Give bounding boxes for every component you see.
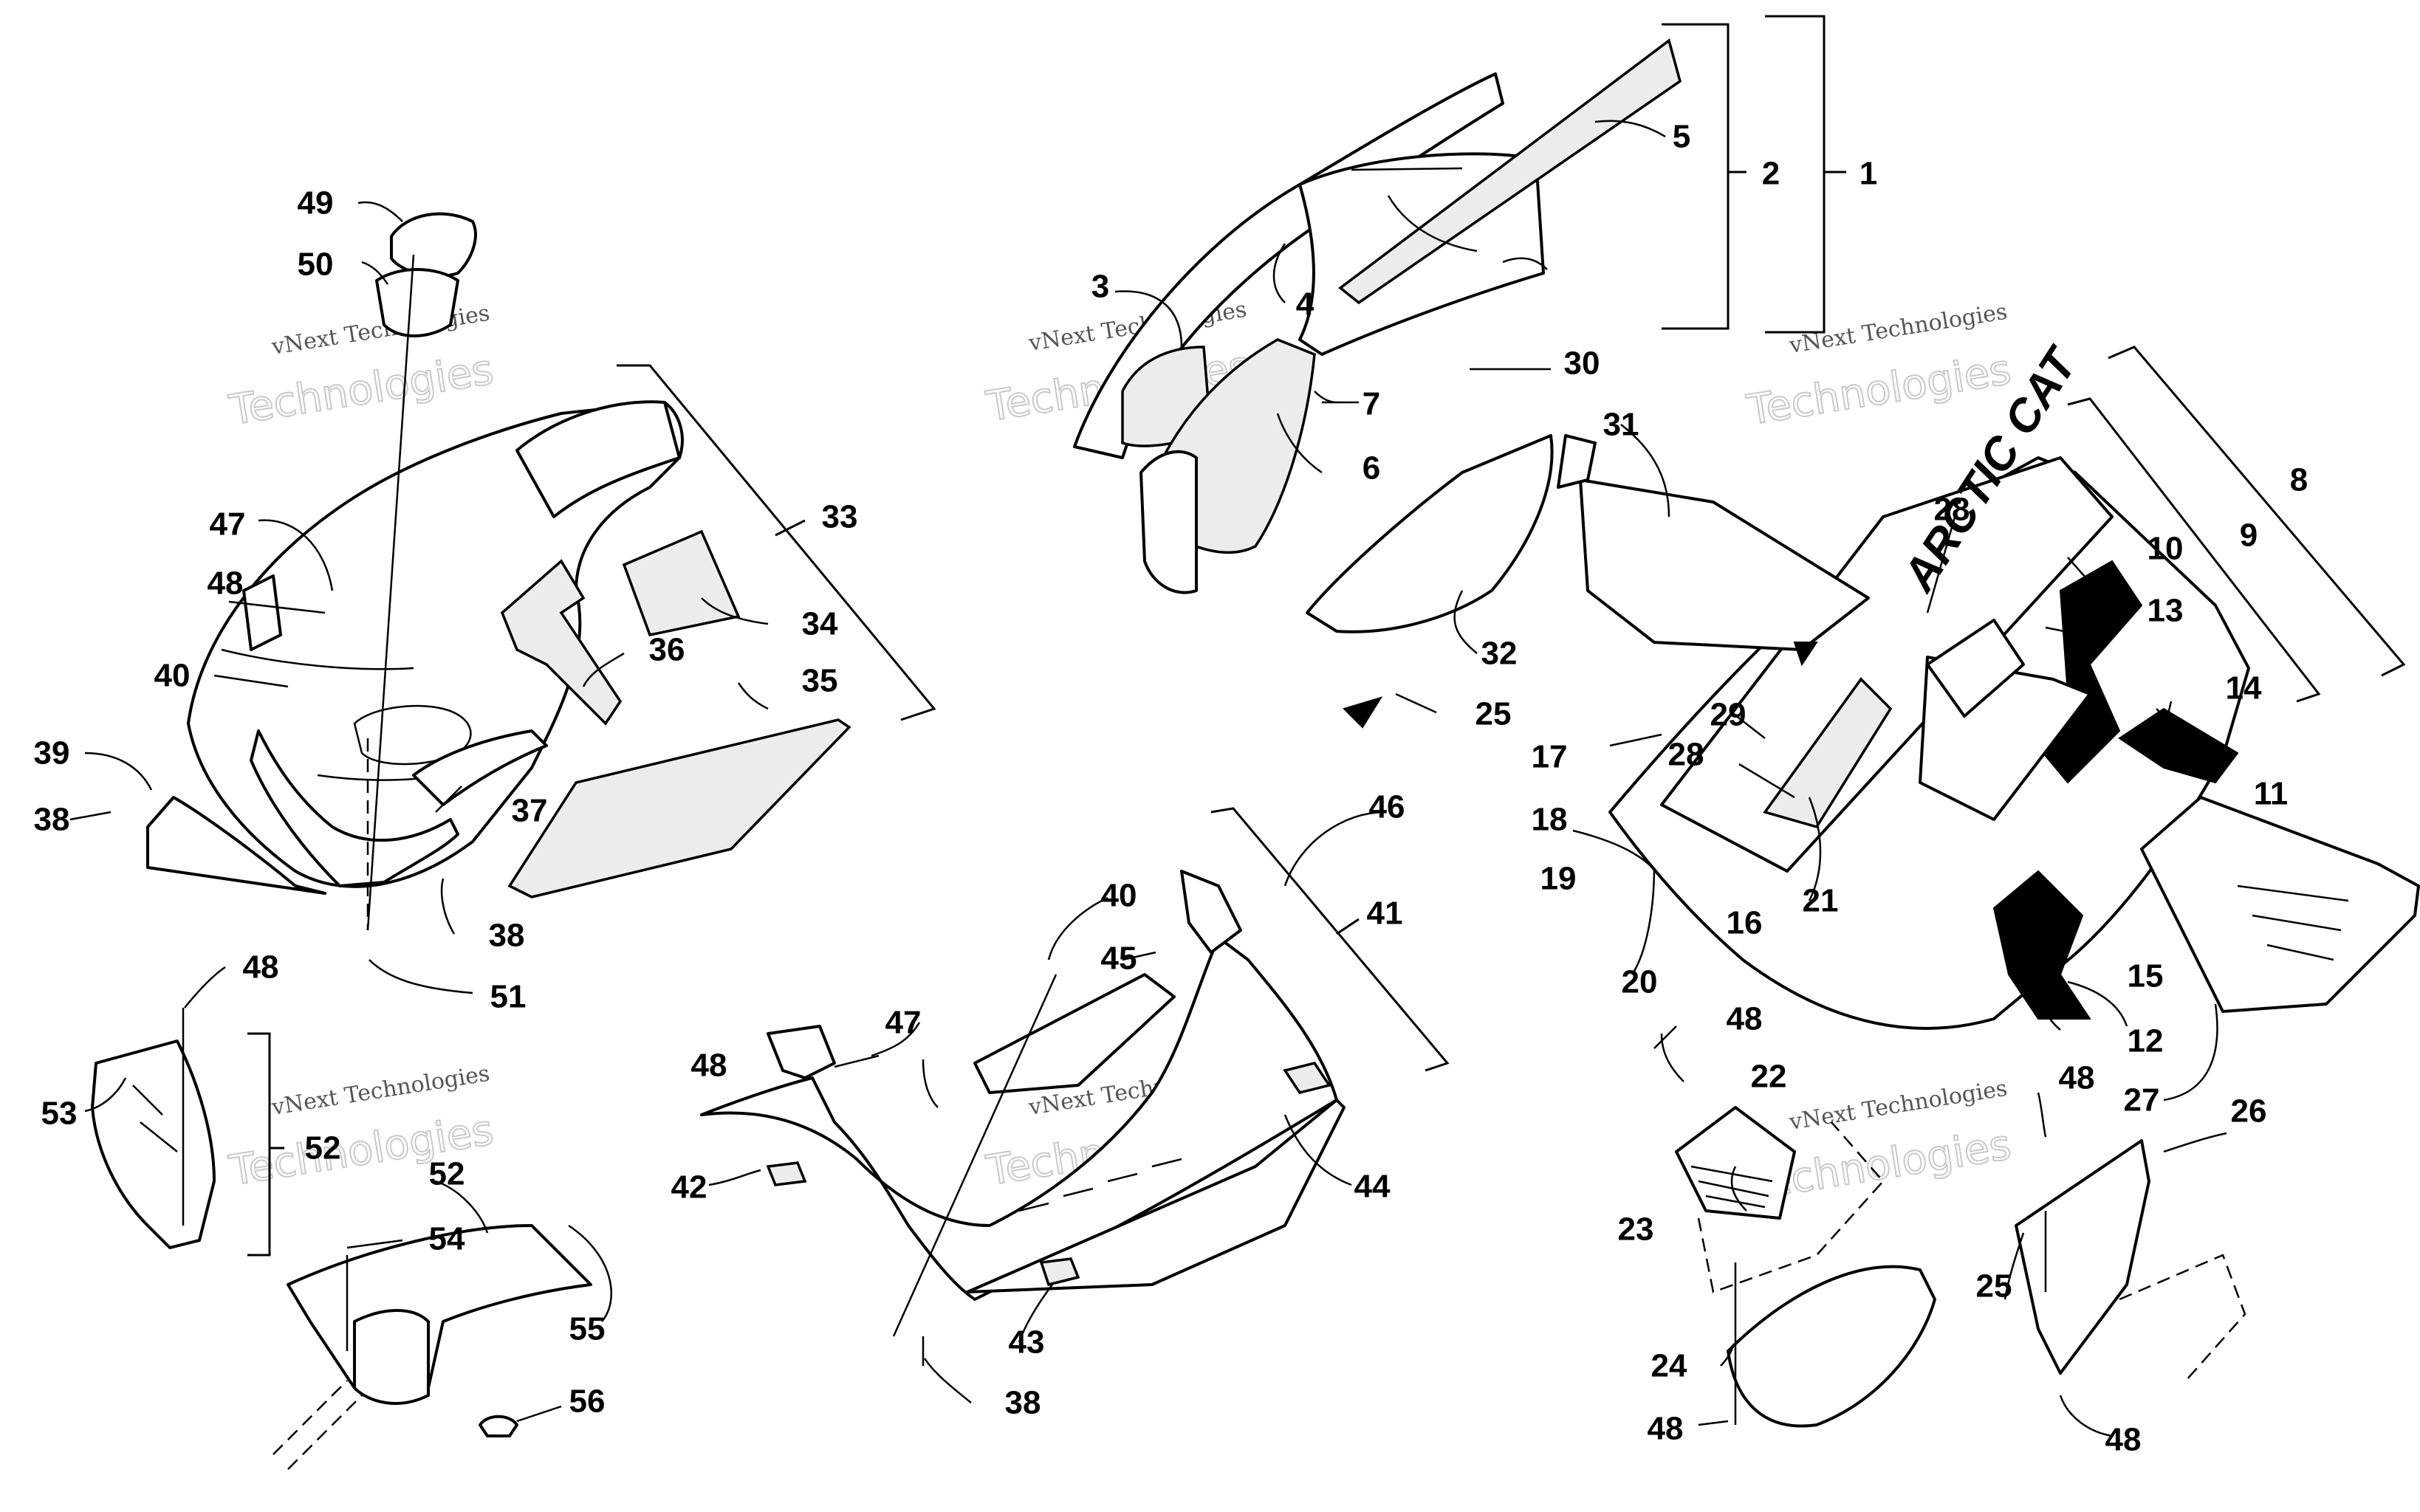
callout-labels: 1 2 3 4 5 6 7 8 9 10 11 12 13 14 15 16 1… [34,119,2308,1458]
callout-6: 6 [1362,450,1380,487]
callout-48b: 48 [243,949,279,986]
callout-7: 7 [1362,386,1380,422]
bracket-52 [247,1032,284,1257]
callout-48d: 48 [1727,1001,1763,1037]
callout-44: 44 [1354,1169,1391,1205]
callout-5: 5 [1673,119,1690,155]
callout-15: 15 [2128,958,2164,994]
left-panel-assembly [91,1008,592,1470]
callout-31: 31 [1603,407,1639,443]
callout-2: 2 [1762,156,1780,192]
bracket-9 [2067,397,2321,703]
callout-25a: 25 [1475,696,1512,732]
callout-29: 29 [1710,697,1747,733]
callout-27: 27 [2124,1082,2160,1118]
callout-51: 51 [490,979,527,1015]
callout-47a: 47 [210,506,246,543]
callout-34: 34 [802,606,838,642]
callout-10: 10 [2148,531,2184,567]
callout-28a: 28 [1934,492,1970,528]
callout-48f: 48 [2059,1060,2095,1096]
callout-38a: 38 [34,802,70,838]
callout-48c: 48 [691,1048,727,1084]
callout-26: 26 [2231,1093,2267,1130]
callout-28b: 28 [1668,737,1704,773]
callout-32: 32 [1481,636,1518,672]
callout-12: 12 [2128,1023,2164,1059]
callout-48a: 48 [208,566,244,602]
callout-37: 37 [512,793,548,829]
callout-54: 54 [429,1221,465,1257]
callout-38c: 38 [1005,1385,1041,1421]
bracket-33 [617,364,936,721]
callout-45: 45 [1101,941,1137,977]
bracket-1 [1765,15,1846,334]
watermark-1: vNext Technologies Technologies [225,300,497,436]
callout-19: 19 [1540,861,1577,897]
callout-35: 35 [802,663,838,699]
callout-50: 50 [298,247,334,283]
callout-9: 9 [2240,518,2258,554]
bracket-2 [1662,23,1747,330]
callout-33: 33 [822,499,858,535]
callout-1: 1 [1859,156,1877,192]
callout-43: 43 [1009,1324,1045,1361]
callout-36: 36 [649,632,685,668]
callout-52b: 52 [429,1156,465,1192]
callout-46: 46 [1369,789,1405,825]
callout-49: 49 [298,185,334,221]
callout-21: 21 [1803,883,1839,919]
svg-text:vNext Technologies: vNext Technologies [1787,299,2009,359]
callout-4: 4 [1296,286,1314,323]
callout-47b: 47 [885,1005,922,1041]
callout-48e: 48 [1648,1411,1684,1447]
callout-25b: 25 [1976,1268,2012,1305]
callout-48g: 48 [2105,1422,2142,1458]
belly-pan-assembly [700,870,1346,1366]
callout-30: 30 [1564,346,1600,382]
bracket-8 [2108,346,2406,677]
callout-55: 55 [569,1311,606,1347]
callout-14: 14 [2226,670,2262,707]
callout-41: 41 [1367,896,1403,932]
callout-52a: 52 [305,1130,341,1166]
callout-18: 18 [1532,802,1568,838]
callout-24: 24 [1651,1348,1687,1384]
callout-23: 23 [1618,1212,1654,1248]
callout-53: 53 [41,1096,78,1132]
svg-text:Technologies: Technologies [226,346,496,435]
callout-40b: 40 [1101,878,1137,914]
bracket-41 [1210,807,1450,1072]
callout-56: 56 [569,1384,606,1420]
callout-22: 22 [1751,1059,1787,1095]
callout-13: 13 [2148,593,2184,629]
svg-text:Technologies: Technologies [1744,346,2014,435]
callout-20: 20 [1622,964,1658,1000]
callout-42: 42 [671,1169,707,1206]
right-vent-assembly [1675,1106,2246,1428]
leader-lines [69,120,2231,1437]
callout-40a: 40 [154,658,191,694]
callout-8: 8 [2290,462,2308,498]
callout-17: 17 [1532,739,1568,775]
callout-38b: 38 [489,918,525,954]
nose-pan-assembly [146,212,851,931]
callout-39: 39 [34,735,70,772]
callout-3: 3 [1091,269,1109,305]
hood-top-assembly [1073,38,1682,594]
watermark-3: vNext Technologies Technologies [1743,299,2015,436]
callout-16: 16 [1727,905,1763,941]
callout-11: 11 [2254,776,2289,812]
